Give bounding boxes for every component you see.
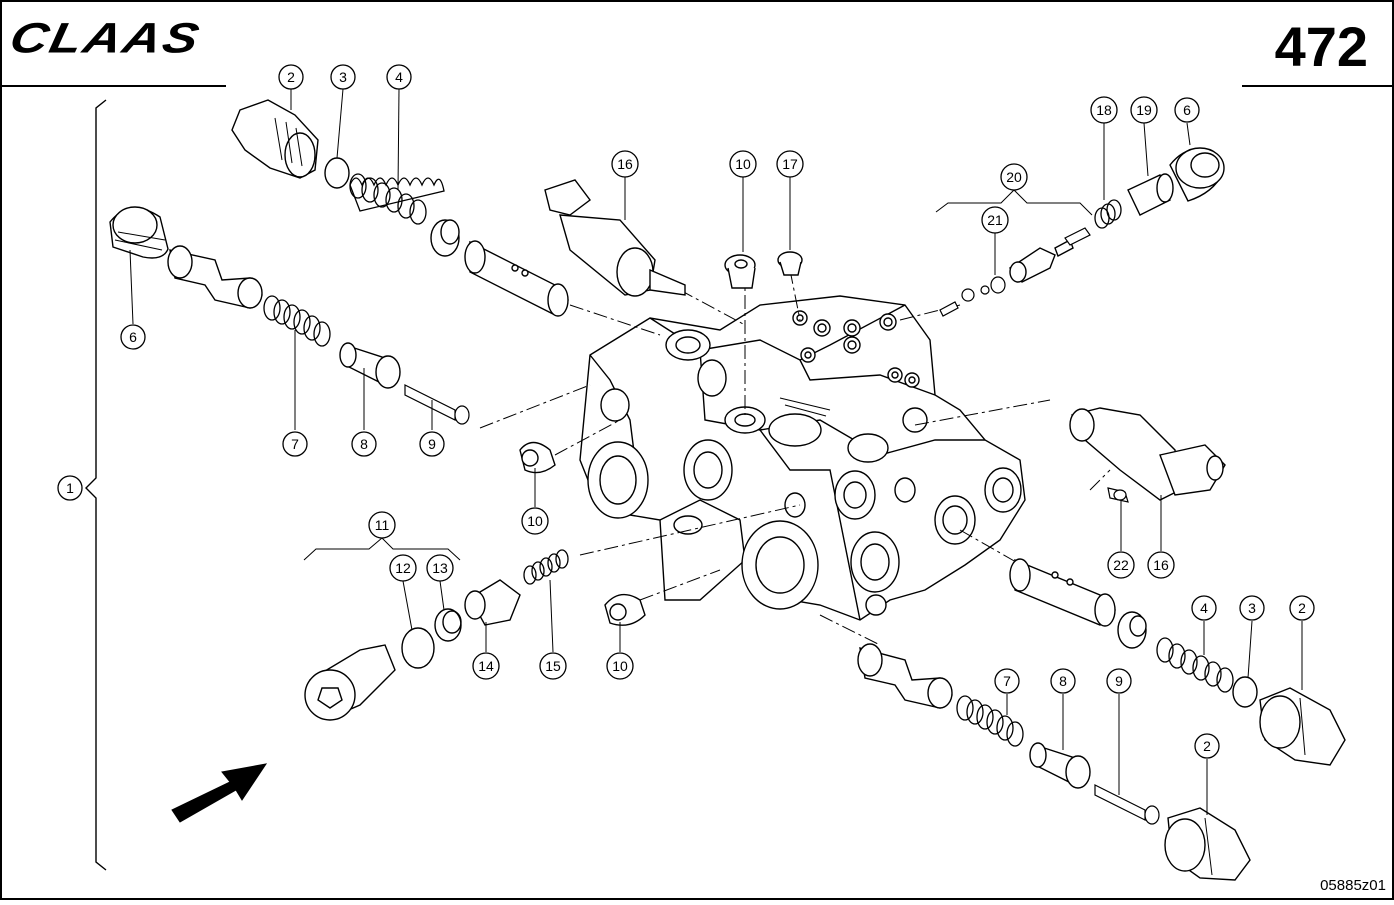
callout-8: 8 [360,436,368,452]
callout-16: 16 [1153,557,1169,573]
callout-18: 18 [1096,102,1112,118]
direction-arrow [171,763,268,823]
callout-4: 4 [395,69,403,85]
part-cap-upper [430,219,460,257]
callout-10: 10 [527,513,543,529]
part-plug-10b [724,254,756,289]
part-plug-6b [1169,147,1225,202]
callout-10: 10 [612,658,628,674]
callout-9: 9 [428,436,436,452]
part-valve-21 [1008,239,1074,283]
part-spring-4a [349,173,445,225]
part-plug-2c [1164,807,1251,881]
callout-9: 9 [1115,673,1123,689]
callout-16: 16 [617,156,633,172]
part-bushing-8b [1029,742,1091,789]
part-sleeve-19 [1127,173,1174,216]
callout-13: 13 [432,560,448,576]
callout-3: 3 [339,69,347,85]
callout-6: 6 [129,329,137,345]
callout-3: 3 [1248,600,1256,616]
valve-body [579,295,1026,621]
part-piston-right [857,643,953,709]
part-screw-9b [1094,784,1160,825]
callout-7: 7 [1003,673,1011,689]
callout-12: 12 [395,560,411,576]
part-spring-15 [523,549,569,585]
callout-10: 10 [735,156,751,172]
callout-balloons [57,64,1315,759]
callout-19: 19 [1136,102,1152,118]
callout-20: 20 [1006,169,1022,185]
part-oring-3a [324,157,350,189]
callout-17: 17 [782,156,798,172]
callout-2: 2 [1298,600,1306,616]
document-reference: 05885z01 [1320,877,1386,894]
part-plug-2b [1259,687,1346,766]
part-plug-10c [604,593,646,626]
page-number: 472 [1274,15,1368,78]
callout-6: 6 [1183,102,1191,118]
part-solenoid-16b [1069,407,1226,501]
part-plug-10a [519,441,556,474]
callout-7: 7 [291,436,299,452]
callout-4: 4 [1200,600,1208,616]
part-screw-9a [404,384,470,425]
part-oring-3b [1232,676,1258,708]
callout-1: 1 [66,480,74,496]
part-oring-12 [401,627,435,669]
part-spool-upper [464,240,569,317]
callout-2: 2 [287,69,295,85]
part-pin-20 [1064,227,1091,246]
callout-14: 14 [478,658,494,674]
part-screw-22 [1107,487,1129,503]
part-ball-seat [939,276,1006,317]
part-cap-lower [1117,611,1147,649]
part-spring-7b [956,695,1024,747]
part-ring-13 [434,608,462,642]
part-spring-7a [263,295,331,347]
callout-labels: 1 2 3 4 6 7 8 9 10 16 10 17 18 19 6 20 2… [66,69,1306,754]
callout-8: 8 [1059,673,1067,689]
callout-2: 2 [1203,738,1211,754]
part-plug-6a [109,206,169,259]
part-bushing-8a [339,342,401,389]
part-plug-2a [231,99,319,179]
callout-11: 11 [375,517,390,533]
callout-22: 22 [1113,557,1129,573]
callout-21: 21 [987,212,1003,228]
part-cartridge-11 [304,644,396,721]
part-spring-18 [1094,199,1122,229]
part-piston-14 [464,579,521,626]
part-piston-left [167,245,263,309]
callout-15: 15 [545,658,561,674]
part-solenoid-16a [544,179,686,297]
part-plug-17 [777,251,803,276]
bracket-item-1 [85,99,107,871]
part-spring-4b [1156,637,1234,693]
brand-logo: CLAAS [5,14,205,63]
part-spool-lower [1009,558,1116,627]
